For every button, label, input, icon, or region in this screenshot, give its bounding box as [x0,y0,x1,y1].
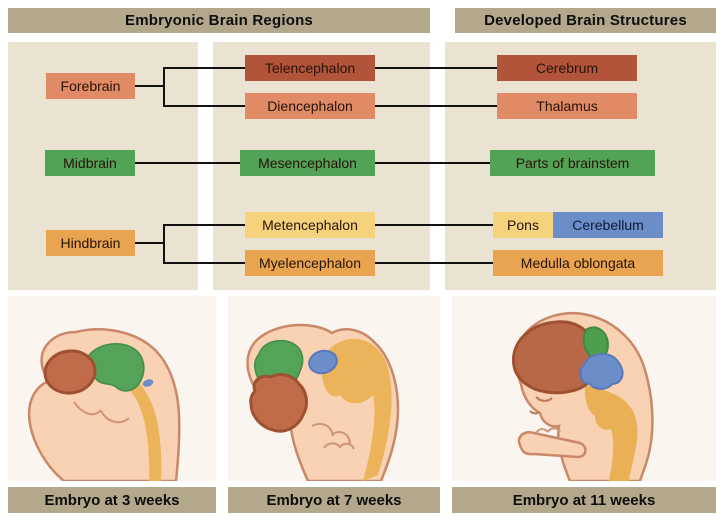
node-cerebrum: Cerebrum [497,55,637,81]
embryo-11-weeks-illustration [512,312,654,483]
node-forebrain: Forebrain [46,73,135,99]
header-embryonic-brain-regions: Embryonic Brain Regions [8,8,430,33]
node-metencephalon: Metencephalon [245,212,375,238]
embryo-3-weeks-illustration [27,328,181,483]
header-developed-brain-structures: Developed Brain Structures [455,8,716,33]
node-myelencephalon: Myelencephalon [245,250,375,276]
node-mesencephalon: Mesencephalon [240,150,375,176]
node-cerebellum: Cerebellum [553,212,663,238]
caption-embryo-3-weeks: Embryo at 3 weeks [8,487,216,513]
embryo-7-weeks-illustration [246,323,400,483]
node-thalamus: Thalamus [497,93,637,119]
caption-embryo-7-weeks: Embryo at 7 weeks [228,487,440,513]
embryo-3-weeks-panel [8,296,216,483]
connector-lines [135,67,497,264]
node-medulla-oblongata: Medulla oblongata [493,250,663,276]
node-telencephalon: Telencephalon [245,55,375,81]
node-midbrain: Midbrain [45,150,135,176]
node-hindbrain: Hindbrain [46,230,135,256]
node-parts-of-brainstem: Parts of brainstem [490,150,655,176]
node-diencephalon: Diencephalon [245,93,375,119]
embryo-11-weeks-panel [452,296,716,483]
node-pons: Pons [493,212,553,238]
embryo-7-weeks-panel [228,296,440,483]
caption-embryo-11-weeks: Embryo at 11 weeks [452,487,716,513]
